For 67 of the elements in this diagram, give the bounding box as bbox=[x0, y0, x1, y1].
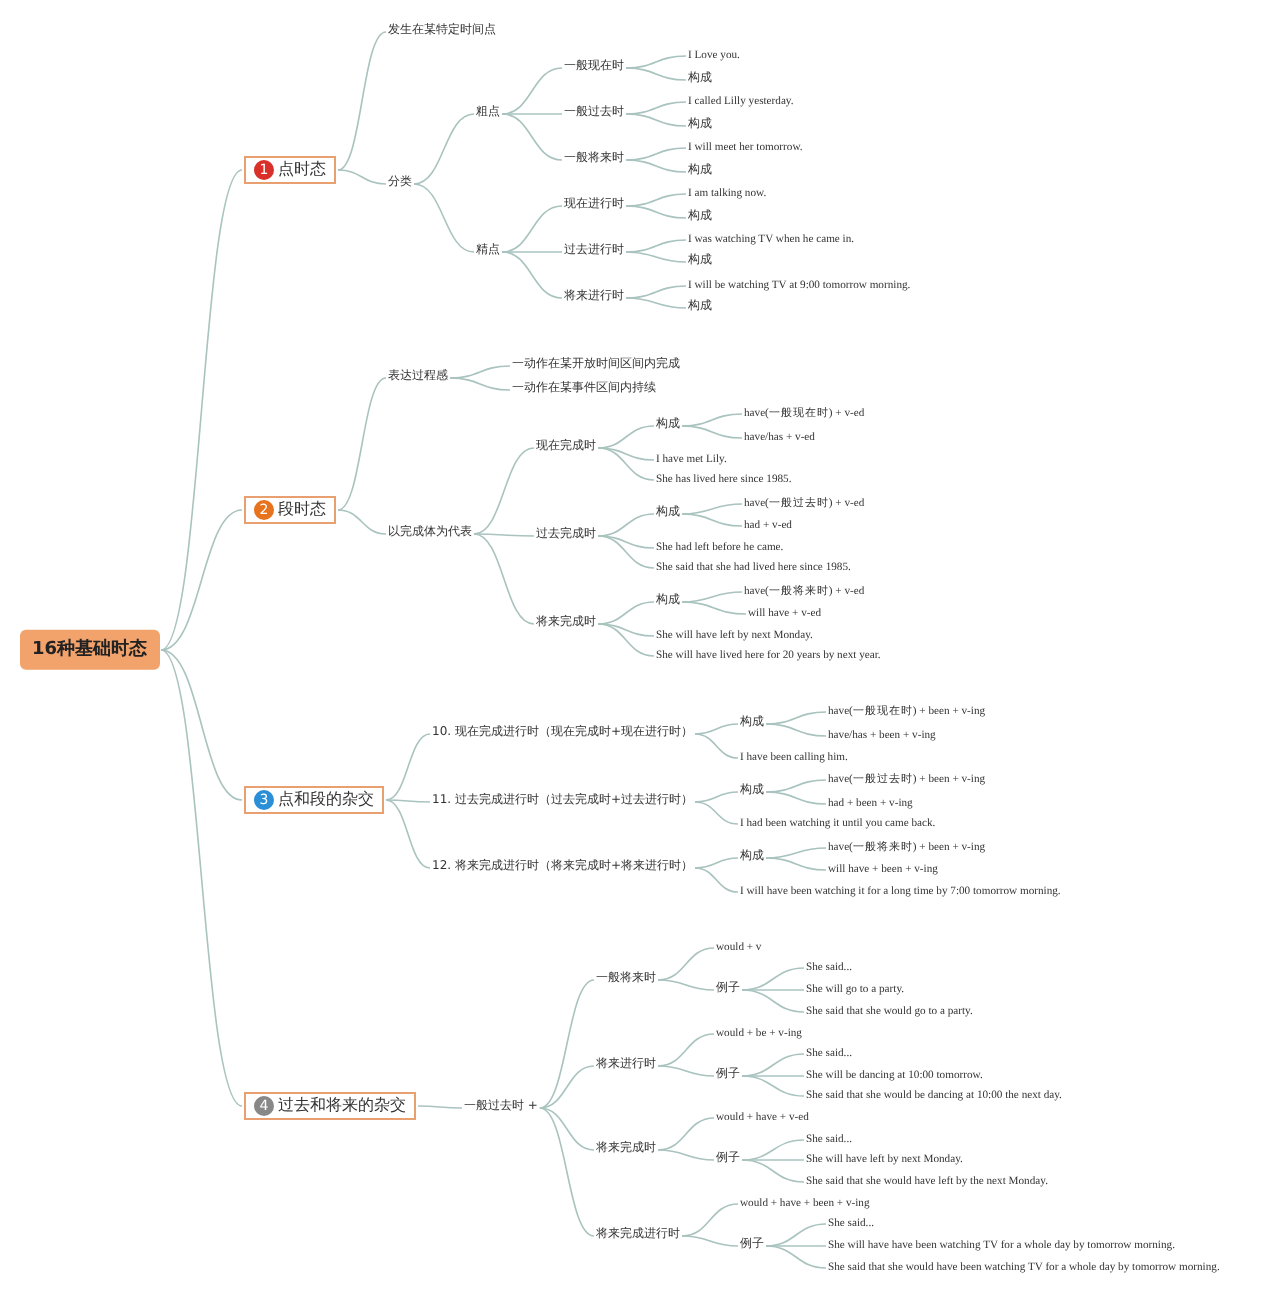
connector-line bbox=[597, 623, 655, 657]
connector-line bbox=[597, 535, 655, 549]
connector-line bbox=[694, 733, 739, 759]
connector-line bbox=[625, 159, 687, 173]
connector-line bbox=[385, 733, 431, 801]
connector-line bbox=[160, 649, 243, 801]
topic-label: 点时态 bbox=[278, 160, 326, 180]
connector-line bbox=[694, 723, 739, 735]
connector-line bbox=[473, 533, 535, 537]
connector-line bbox=[741, 1159, 805, 1183]
topic-label: 点和段的杂交 bbox=[278, 790, 374, 810]
connector-line bbox=[694, 801, 739, 825]
connector-line bbox=[337, 377, 387, 511]
connector-line bbox=[449, 377, 511, 391]
topic-label: 段时态 bbox=[278, 500, 326, 520]
root-box: 16种基础时态 bbox=[20, 629, 160, 671]
connector-line bbox=[765, 723, 827, 737]
connector-line bbox=[473, 447, 535, 535]
connector-line bbox=[681, 601, 747, 615]
connector-line bbox=[597, 535, 655, 569]
connector-line bbox=[413, 183, 475, 253]
connector-line bbox=[337, 509, 387, 535]
connector-line bbox=[625, 251, 687, 263]
connector-line bbox=[765, 857, 827, 871]
connector-line bbox=[597, 623, 655, 637]
topic-box bbox=[244, 786, 384, 814]
connector-line bbox=[160, 649, 243, 1107]
connector-line bbox=[413, 113, 475, 185]
connector-line bbox=[657, 979, 715, 991]
connector-line bbox=[681, 1235, 739, 1247]
connector-line bbox=[765, 791, 827, 805]
connector-line bbox=[694, 857, 739, 869]
topic-box bbox=[244, 156, 336, 184]
connector-line bbox=[625, 297, 687, 309]
connector-line bbox=[741, 1075, 805, 1097]
connector-line bbox=[385, 799, 431, 869]
topic-box bbox=[244, 496, 336, 524]
connector-line bbox=[597, 447, 655, 461]
connector-line bbox=[501, 113, 563, 161]
connector-line bbox=[160, 169, 243, 651]
connector-line bbox=[473, 533, 535, 625]
connector-line bbox=[417, 1105, 463, 1109]
connector-line bbox=[539, 1107, 595, 1151]
connector-line bbox=[501, 251, 563, 253]
connector-line bbox=[625, 205, 687, 219]
connector-line bbox=[681, 425, 743, 439]
connector-line bbox=[539, 1107, 595, 1237]
connector-line bbox=[337, 169, 387, 185]
connector-line bbox=[657, 1149, 715, 1161]
connector-line bbox=[625, 67, 687, 81]
topic-label: 过去和将来的杂交 bbox=[278, 1096, 406, 1116]
connector-line bbox=[657, 1065, 715, 1077]
connector-line bbox=[741, 989, 805, 1013]
connector-line bbox=[765, 1245, 827, 1269]
connector-line bbox=[385, 799, 431, 803]
connector-line bbox=[694, 867, 739, 893]
connector-line bbox=[681, 513, 743, 527]
connector-line bbox=[160, 509, 243, 651]
connector-line bbox=[694, 791, 739, 803]
connector-line bbox=[539, 979, 595, 1109]
topic-box bbox=[244, 1092, 416, 1120]
connector-line bbox=[625, 113, 687, 127]
connector-line bbox=[597, 447, 655, 481]
connector-line bbox=[501, 251, 563, 299]
connector-line bbox=[539, 1065, 595, 1109]
connector-line bbox=[501, 113, 563, 115]
connector-line bbox=[337, 31, 387, 171]
